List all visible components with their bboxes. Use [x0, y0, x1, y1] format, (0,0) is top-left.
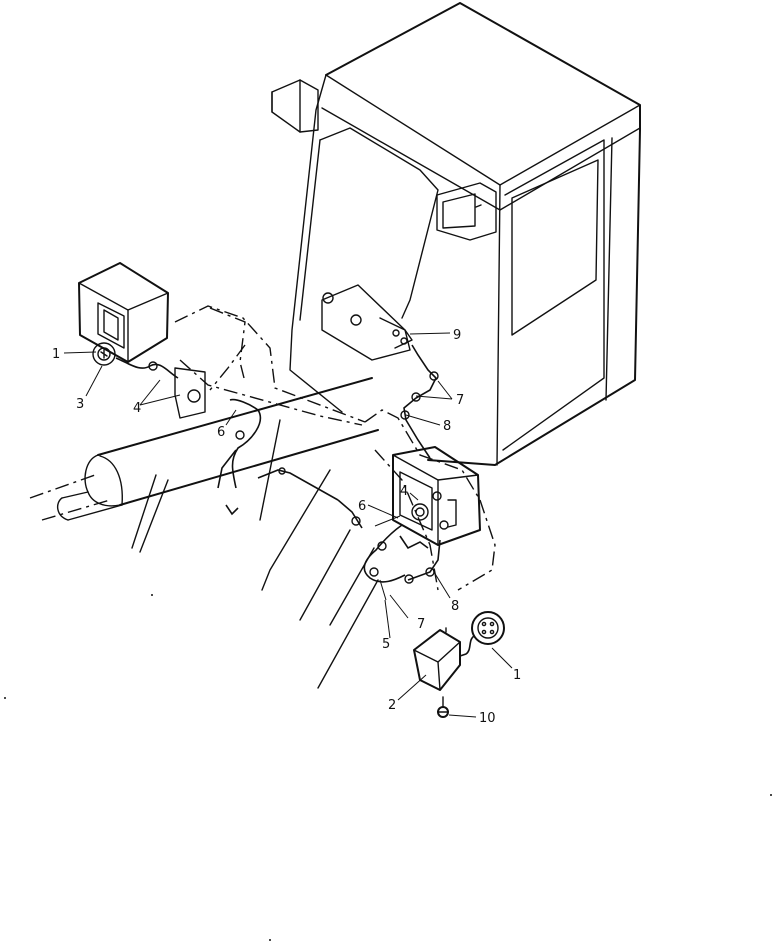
callout-1-right: 1	[513, 668, 521, 683]
cab	[271, 2, 641, 466]
exploded-parts	[413, 611, 505, 718]
wiring-harness	[217, 284, 441, 584]
callout-10: 10	[479, 711, 496, 726]
callout-2: 2	[388, 698, 396, 713]
lift-cylinder	[56, 377, 379, 521]
loader-arm	[29, 305, 496, 689]
callout-8-lower: 8	[451, 599, 459, 614]
right-work-lamp	[392, 446, 481, 546]
callout-6-left: 6	[217, 425, 225, 440]
left-work-lamp	[78, 262, 206, 419]
callout-3: 3	[76, 397, 84, 412]
scan-speck	[4, 697, 6, 699]
callout-5: 5	[382, 637, 390, 652]
callout-7-lower: 7	[417, 617, 425, 632]
callout-9: 9	[453, 328, 461, 343]
callout-4-left: 4	[133, 401, 141, 416]
callout-labels: 1 3 4 6 9 7 8 4 6 7 8 5 1 2 10	[52, 328, 521, 726]
scan-speck	[770, 794, 772, 796]
callout-7-upper: 7	[456, 393, 464, 408]
scan-speck	[269, 939, 271, 941]
callout-1-left: 1	[52, 347, 60, 362]
leader-lines	[63, 332, 513, 718]
callout-4-right: 4	[400, 484, 408, 499]
callout-6-right: 6	[358, 499, 366, 514]
scan-speck	[151, 594, 153, 596]
callout-8-upper: 8	[443, 419, 451, 434]
